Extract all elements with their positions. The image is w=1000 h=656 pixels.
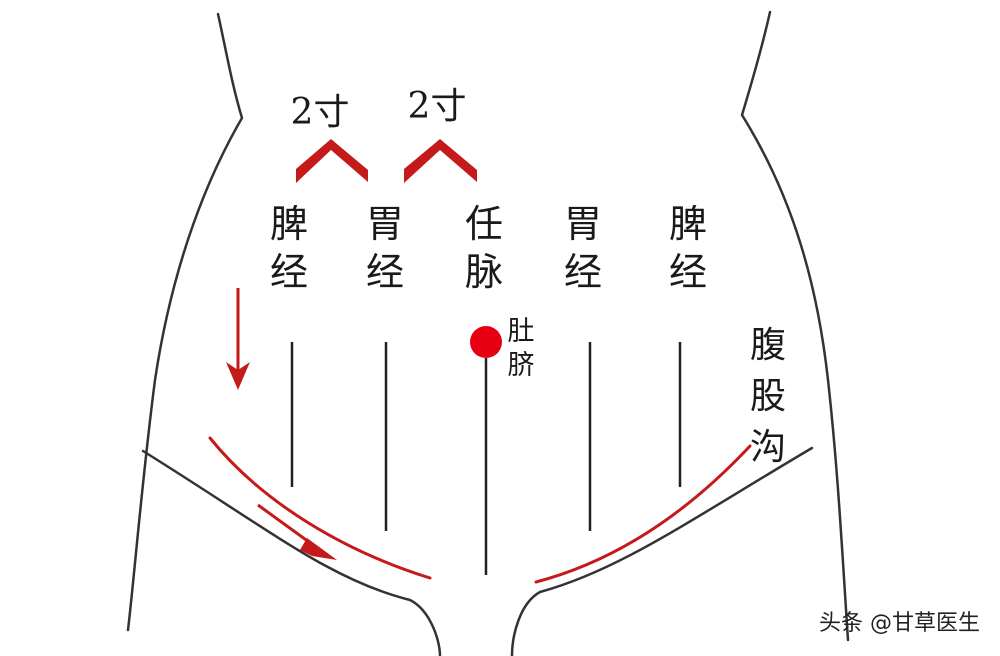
chevron-up-icon (404, 139, 477, 183)
left-groin-red-line (208, 436, 432, 580)
groin-lines (208, 436, 752, 584)
navel-label-1: 肚 (508, 316, 535, 347)
chevron-up-icon (296, 139, 368, 183)
spacing-markers (296, 139, 477, 183)
conception-vessel-label-2: 脉 (465, 250, 503, 294)
conception-vessel-label-1: 任 (465, 202, 503, 246)
left-waist-outline (126, 12, 244, 632)
left-stomach-meridian-label-2: 经 (366, 250, 404, 294)
right-spleen-meridian-label-2: 经 (669, 250, 707, 294)
left-spleen-meridian-label-1: 脾 (270, 202, 308, 246)
right-spleen-meridian-label-1: 脾 (669, 202, 707, 246)
groin-label-1: 腹 (750, 325, 786, 366)
right-groin-outline (510, 446, 814, 656)
spacing-label-left: 2寸 (291, 92, 350, 133)
right-waist-outline (740, 10, 850, 642)
spacing-label-right: 2寸 (408, 86, 467, 127)
watermark: 头条 @甘草医生 (819, 611, 980, 636)
navel-label-2: 脐 (508, 350, 535, 381)
meridian-lines (290, 342, 682, 575)
direction-arrows (226, 288, 337, 560)
left-stomach-meridian-label-1: 胃 (366, 202, 404, 246)
left-spleen-meridian-label-2: 经 (270, 250, 308, 294)
body-outline (126, 10, 850, 656)
right-stomach-meridian-label-2: 经 (564, 250, 602, 294)
red-dot-icon (470, 326, 502, 358)
arrow-icon (226, 288, 250, 390)
groin-label-2: 股 (750, 376, 786, 417)
meridian-labels: 脾 经 胃 经 任 脉 胃 经 脾 经 (270, 202, 707, 294)
left-groin-outline (141, 449, 442, 656)
groin-label-3: 沟 (750, 427, 786, 468)
right-groin-red-line (534, 444, 752, 584)
arrow-icon (257, 503, 337, 560)
right-stomach-meridian-label-1: 胃 (564, 202, 602, 246)
